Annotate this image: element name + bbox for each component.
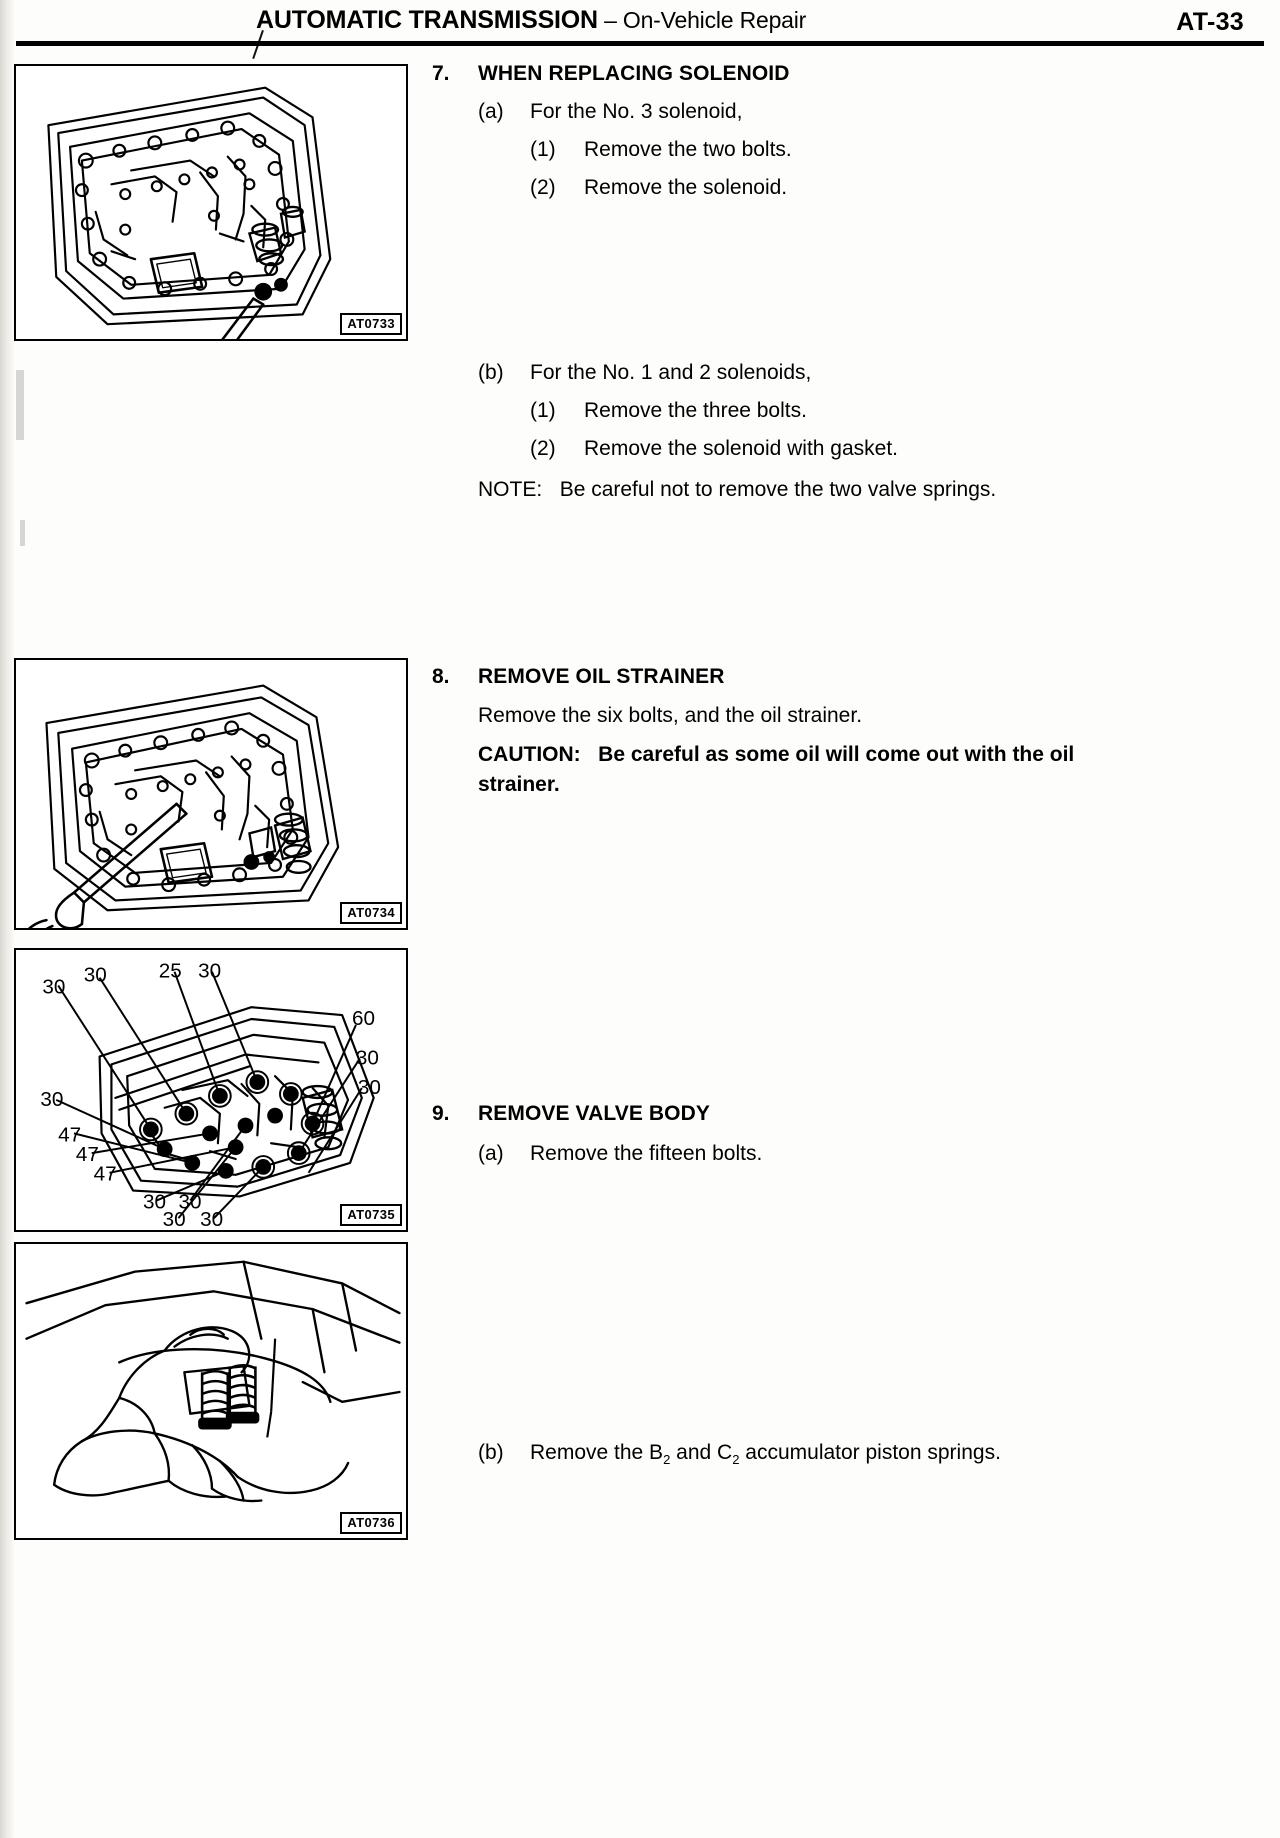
svg-text:47: 47 <box>94 1163 117 1186</box>
item-text: Remove the three bolts. <box>584 399 807 422</box>
svg-text:30: 30 <box>356 1046 379 1069</box>
svg-text:30: 30 <box>178 1190 201 1213</box>
item-text: Remove the fifteen bolts. <box>530 1142 763 1165</box>
page-title-separator: – <box>597 7 623 33</box>
item-marker: (b) <box>478 1441 504 1464</box>
figure-at0734: AT0734 <box>14 658 408 930</box>
item-text: For the No. 1 and 2 solenoids, <box>530 361 812 384</box>
item-text: Remove the solenoid with gasket. <box>584 437 899 460</box>
figure-at0735: 30 30 25 30 60 30 30 30 47 47 47 30 30 3… <box>14 948 408 1232</box>
step-9-number: 9. <box>432 1102 450 1125</box>
figure-label: AT0734 <box>340 902 402 924</box>
step-7-title: WHEN REPLACING SOLENOID <box>478 62 790 85</box>
svg-text:30: 30 <box>143 1190 166 1213</box>
scan-speck <box>16 370 24 440</box>
svg-text:30: 30 <box>200 1208 223 1230</box>
item-marker: (2) <box>530 176 556 199</box>
svg-text:47: 47 <box>76 1143 99 1166</box>
step-8-number: 8. <box>432 665 450 688</box>
caution-label: CAUTION: <box>478 743 581 766</box>
item-text: Remove the two bolts. <box>584 138 792 161</box>
figure-at0733: AT0733 <box>14 64 408 341</box>
item-marker: (2) <box>530 437 556 460</box>
figure-at0736: AT0736 <box>14 1242 408 1540</box>
note-text: Be careful not to remove the two valve s… <box>559 478 997 501</box>
note-label: NOTE: <box>478 478 543 501</box>
svg-text:30: 30 <box>84 964 107 987</box>
page-title-main: AUTOMATIC TRANSMISSION <box>256 6 598 34</box>
header-rule <box>16 41 1264 46</box>
scan-left-margin <box>0 0 14 1838</box>
svg-text:30: 30 <box>198 960 221 983</box>
svg-text:30: 30 <box>358 1076 381 1099</box>
svg-text:47: 47 <box>58 1123 81 1146</box>
page-number: AT-33 <box>1176 8 1244 36</box>
caution-text: Be careful as some oil will come out wit… <box>478 743 1075 796</box>
page-header: AUTOMATIC TRANSMISSION – On-Vehicle Repa… <box>0 0 1280 60</box>
item-marker: (1) <box>530 138 556 161</box>
step-8-body-text: Remove the six bolts, and the oil strain… <box>478 704 863 727</box>
item-marker: (a) <box>478 1142 504 1165</box>
step-7-number: 7. <box>432 62 450 85</box>
figure-label: AT0736 <box>340 1512 402 1534</box>
svg-text:30: 30 <box>163 1208 186 1230</box>
item-marker: (1) <box>530 399 556 422</box>
svg-text:30: 30 <box>42 975 65 998</box>
note-line: NOTE: Be careful not to remove the two v… <box>478 478 996 502</box>
figure-label: AT0733 <box>340 313 402 335</box>
scan-speck <box>20 520 25 546</box>
figure-label: AT0735 <box>340 1204 402 1226</box>
svg-text:30: 30 <box>40 1088 63 1111</box>
step-9-title: REMOVE VALVE BODY <box>478 1102 710 1125</box>
item-marker: (b) <box>478 361 504 384</box>
page-title-sub: On-Vehicle Repair <box>622 7 807 33</box>
page-title: AUTOMATIC TRANSMISSION – On-Vehicle Repa… <box>256 6 806 35</box>
item-text: For the No. 3 solenoid, <box>530 100 743 123</box>
svg-text:60: 60 <box>352 1007 375 1030</box>
svg-text:25: 25 <box>159 960 182 983</box>
item-text: Remove the solenoid. <box>584 176 788 199</box>
caution-block: CAUTION: Be careful as some oil will com… <box>478 740 1108 800</box>
item-text: Remove the B2 and C2 accumulator piston … <box>530 1441 1001 1468</box>
item-marker: (a) <box>478 100 504 123</box>
step-8-title: REMOVE OIL STRAINER <box>478 665 725 688</box>
